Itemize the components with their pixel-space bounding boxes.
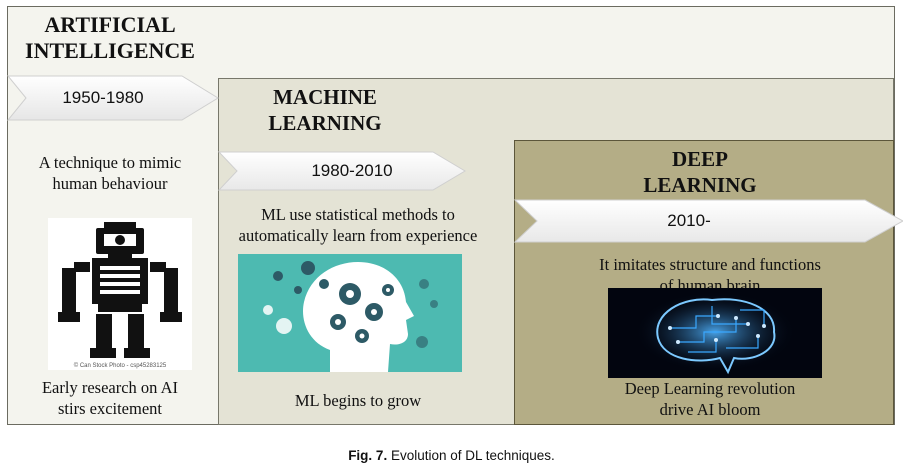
dl-footer-line1: Deep Learning revolution [624, 379, 796, 398]
figure-label: Fig. 7. [348, 448, 388, 463]
ai-title-line2: INTELLIGENCE [25, 38, 195, 63]
dl-period-label: 2010- [667, 211, 711, 230]
ml-footer: ML begins to grow [294, 391, 422, 410]
ml-title: MACHINE LEARNING [240, 84, 410, 136]
ai-description: A technique to mimic human behaviour [20, 152, 200, 194]
ai-description-line2: human behaviour [52, 174, 168, 193]
dl-footer-line2: drive AI bloom [659, 400, 761, 419]
ml-title-line1: MACHINE [273, 85, 377, 109]
svg-text:© Can Stock Photo - csp4528312: © Can Stock Photo - csp45283125 [74, 362, 167, 369]
dl-description-line1: It imitates structure and functions [599, 255, 821, 274]
figure-caption-text: Evolution of DL techniques. [387, 448, 555, 463]
robot-icon: © Can Stock Photo - csp45283125 [48, 218, 192, 370]
ai-footer: Early research on AI stirs excitement [20, 377, 200, 419]
ai-period-label: 1950-1980 [62, 88, 144, 107]
dl-footer: Deep Learning revolution drive AI bloom [583, 378, 837, 420]
dl-panel [514, 140, 894, 425]
ai-footer-line2: stirs excitement [57, 399, 162, 418]
arrow-shape-icon [513, 199, 903, 243]
figure-caption: Fig. 7. Evolution of DL techniques. [0, 448, 903, 463]
ml-title-line2: LEARNING [268, 111, 382, 135]
arrow-shape-icon [217, 151, 466, 191]
dl-period-arrow: 2010- [513, 199, 903, 243]
circuit-brain-icon [608, 288, 822, 378]
ml-description-line1: ML use statistical methods to [261, 205, 455, 224]
ml-description-line2: automatically learn from experience [238, 226, 478, 245]
dl-title-line1: DEEP [671, 147, 728, 171]
ml-description: ML use statistical methods to automatica… [222, 204, 494, 246]
dl-title-line2: LEARNING [643, 173, 757, 197]
ai-title: ARTIFICIAL INTELLIGENCE [10, 12, 210, 64]
ml-period-label: 1980-2010 [311, 161, 393, 180]
arrow-shape-icon [6, 75, 219, 121]
ai-period-arrow: 1950-1980 [6, 75, 219, 121]
ai-description-line1: A technique to mimic [38, 153, 182, 172]
ai-title-line1: ARTIFICIAL [44, 12, 176, 37]
head-gears-icon [238, 254, 462, 372]
dl-title: DEEP LEARNING [620, 146, 780, 198]
ai-footer-line1: Early research on AI [41, 378, 179, 397]
ml-period-arrow: 1980-2010 [217, 151, 466, 191]
